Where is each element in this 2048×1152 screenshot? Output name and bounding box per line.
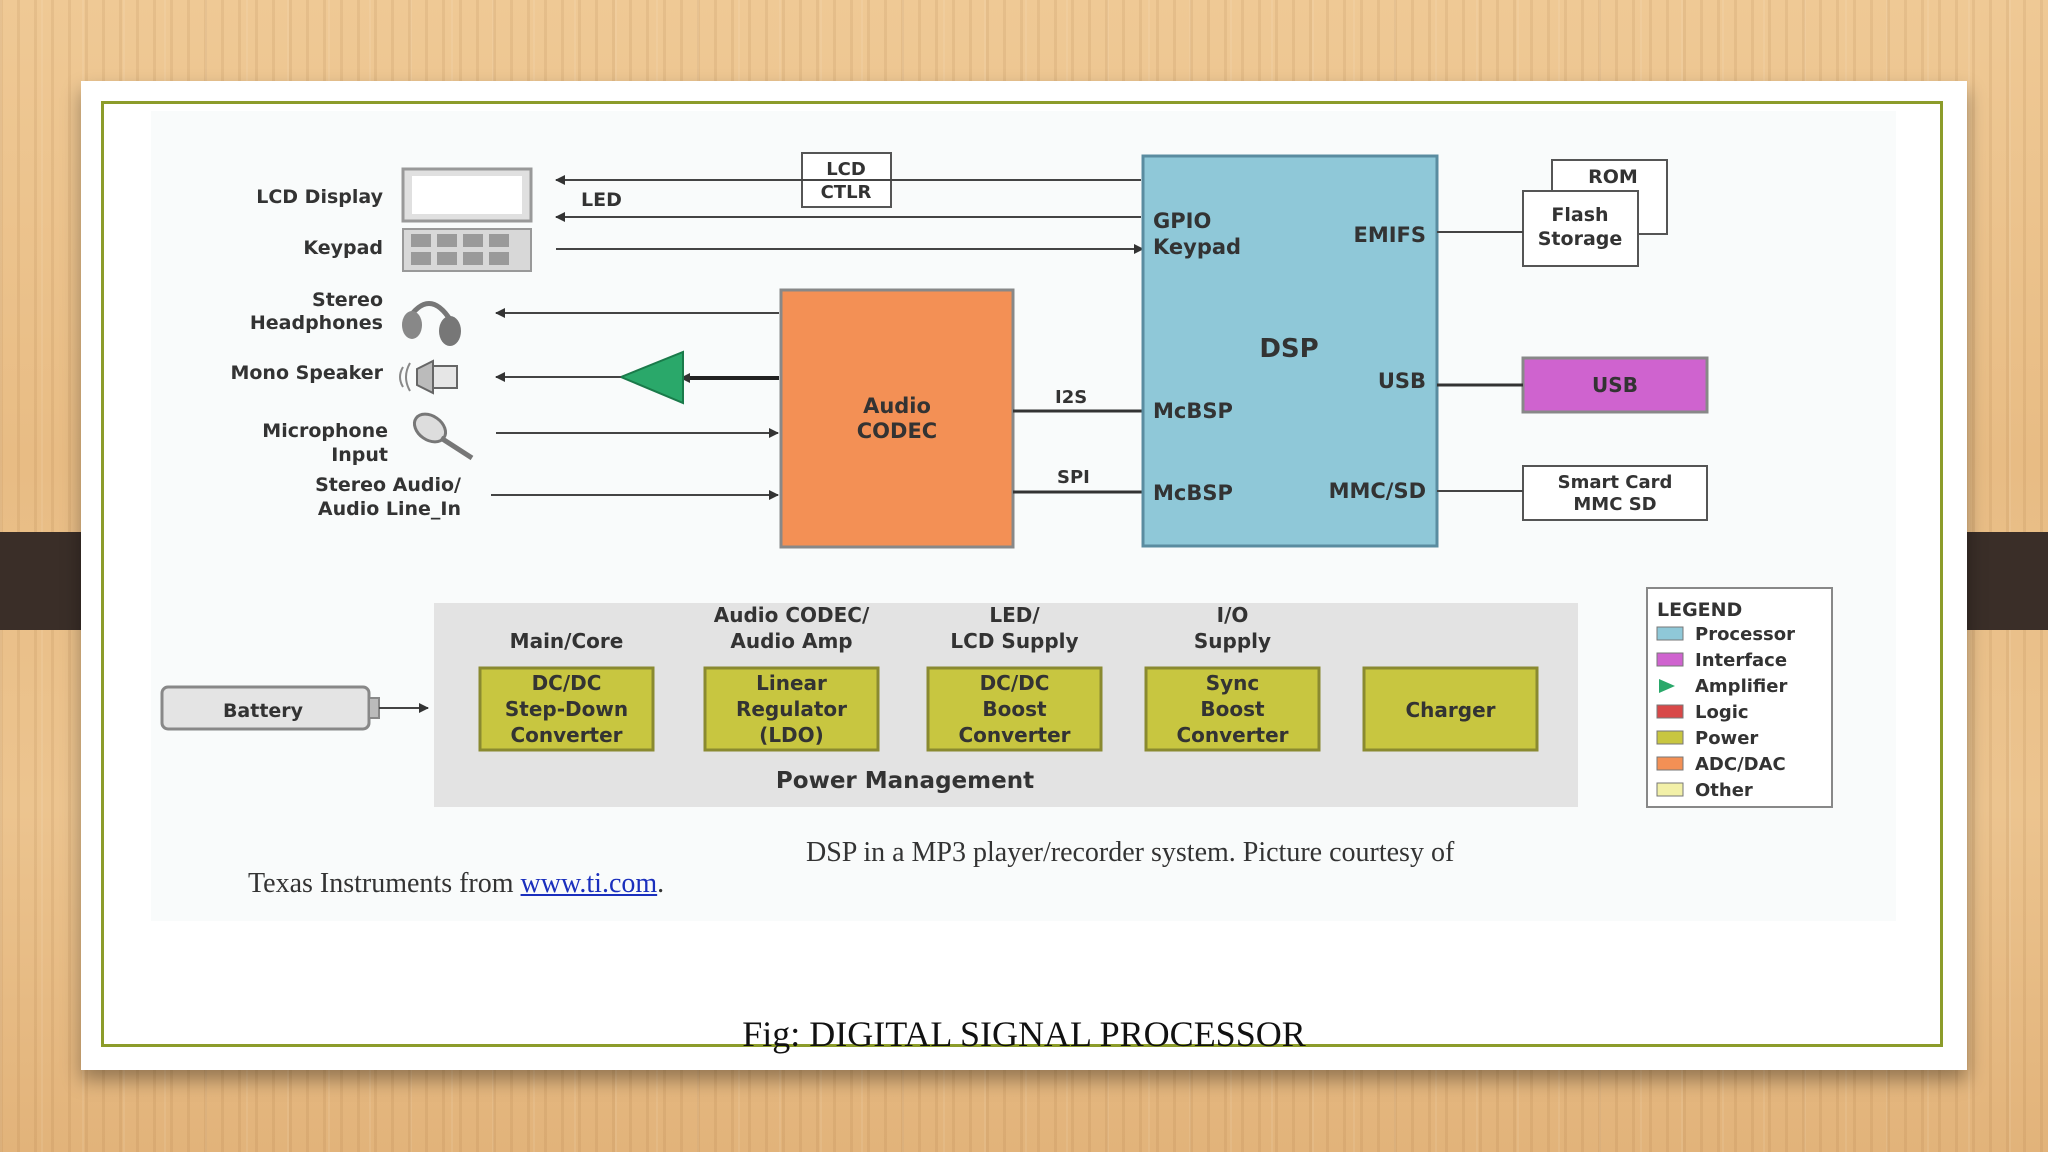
legend-title: LEGEND [1657,599,1742,621]
caption-line1: DSP in a MP3 player/recorder system. Pic… [806,837,1455,868]
audio-codec-line1: Audio [863,394,931,418]
legend-swatch [1656,782,1684,797]
label-headphones: Headphones [250,312,383,334]
legend-swatch [1656,626,1684,641]
power-block [1362,666,1539,752]
label-keypad: Keypad [303,237,383,259]
dsp-usb-label: USB [1378,369,1426,393]
power-block-line: Converter [510,723,622,747]
power-block-header: LED/ [989,603,1040,627]
dsp-mmcsd-label: MMC/SD [1329,479,1426,503]
power-block-line: Boost [982,697,1047,721]
lcd-ctlr-line2: CTLR [821,182,872,203]
legend-item-label: Power [1695,728,1758,749]
power-block-line: Boost [1200,697,1265,721]
legend-item-label: Logic [1695,702,1749,723]
power-block [1144,666,1321,752]
legend-item-label: Interface [1695,650,1787,671]
power-block-line: Sync [1206,671,1260,695]
legend-swatch [1656,652,1684,667]
label-audio-line-in: Audio Line_In [318,498,461,520]
legend-swatch [1656,756,1684,771]
dsp-gpio-label: GPIO [1153,209,1211,233]
label-lcd-display: LCD Display [256,186,383,208]
microphone-icon [412,412,474,461]
dsp-block-diagram: LCD Display Keypad Stereo Headphones Mon… [151,111,1896,921]
label-stereo-audio: Stereo Audio/ [315,474,461,496]
rom-label: ROM [1588,166,1638,188]
legend-item-label: Processor [1695,624,1795,645]
headphones-icon [402,301,461,346]
power-block [926,666,1103,752]
spi-label: SPI [1057,467,1090,488]
power-block [703,666,880,752]
power-block-line: DC/DC [532,671,602,695]
dsp-mcbsp1-label: McBSP [1153,399,1233,423]
slide-frame [101,101,1943,1047]
amplifier-triangle [618,350,684,405]
power-block [478,666,655,752]
legend-item-label: Amplifier [1695,676,1787,697]
ti-link[interactable]: www.ti.com [520,868,658,899]
smart-card-line1: Smart Card [1558,472,1673,493]
power-block-line: Regulator [736,697,847,721]
power-block-header: Supply [1194,629,1271,653]
i2s-label: I2S [1055,387,1087,408]
usb-block [1521,356,1709,414]
legend-items: ProcessorInterfaceAmplifierLogicPowerADC… [1656,624,1795,801]
keypad-icon [402,228,532,272]
figure-title: Fig: DIGITAL SIGNAL PROCESSOR [742,1014,1306,1054]
caption-suffix: . [657,868,665,899]
legend-swatch [1656,730,1684,745]
dsp-keypad-label: Keypad [1153,235,1241,259]
label-stereo: Stereo [312,289,383,311]
caption-prefix: Texas Instruments from [248,868,521,899]
label-mono-speaker: Mono Speaker [230,362,383,384]
power-block-line: Step-Down [505,697,628,721]
dsp-block [1141,154,1439,548]
lcd-ctlr-line1: LCD [826,159,866,180]
power-block-line: Charger [1405,698,1495,722]
power-block-header: Audio Amp [730,629,852,653]
battery-label: Battery [223,700,304,722]
legend-item-label: ADC/DAC [1695,754,1786,775]
speaker-icon [399,359,458,395]
audio-codec-block [779,288,1015,549]
legend-swatch [1656,704,1684,719]
label-input: Input [331,444,388,466]
power-block-line: Linear [756,671,827,695]
legend-amplifier-icon [1659,679,1675,693]
legend-item-label: Other [1695,780,1753,801]
power-block-header: Audio CODEC/ [714,603,870,627]
power-block-header: Main/Core [510,629,624,653]
flash-storage-block [1522,190,1639,267]
dsp-emifs-label: EMIFS [1353,223,1426,247]
power-block-line: Converter [958,723,1070,747]
flash-line2: Storage [1538,228,1623,250]
smart-card-block [1522,465,1708,521]
smart-card-line2: MMC SD [1573,494,1656,515]
power-block-header: I/O [1217,603,1249,627]
usb-block-label: USB [1592,373,1638,397]
led-label: LED [581,189,622,211]
battery-icon [160,685,380,731]
power-block-line: DC/DC [980,671,1050,695]
power-block-header: LCD Supply [950,629,1078,653]
audio-codec-line2: CODEC [857,419,937,443]
power-management-title: Power Management [776,768,1034,794]
dsp-title: DSP [1259,334,1318,364]
slide: LCD Display Keypad Stereo Headphones Mon… [81,81,1967,1070]
power-block-line: Converter [1176,723,1288,747]
label-microphone: Microphone [262,420,388,442]
caption-line2: Texas Instruments from www.ti.com. [248,868,664,900]
flash-line1: Flash [1551,204,1608,226]
lcd-display-icon [401,167,533,223]
power-block-line: (LDO) [759,723,824,747]
dsp-mcbsp2-label: McBSP [1153,481,1233,505]
